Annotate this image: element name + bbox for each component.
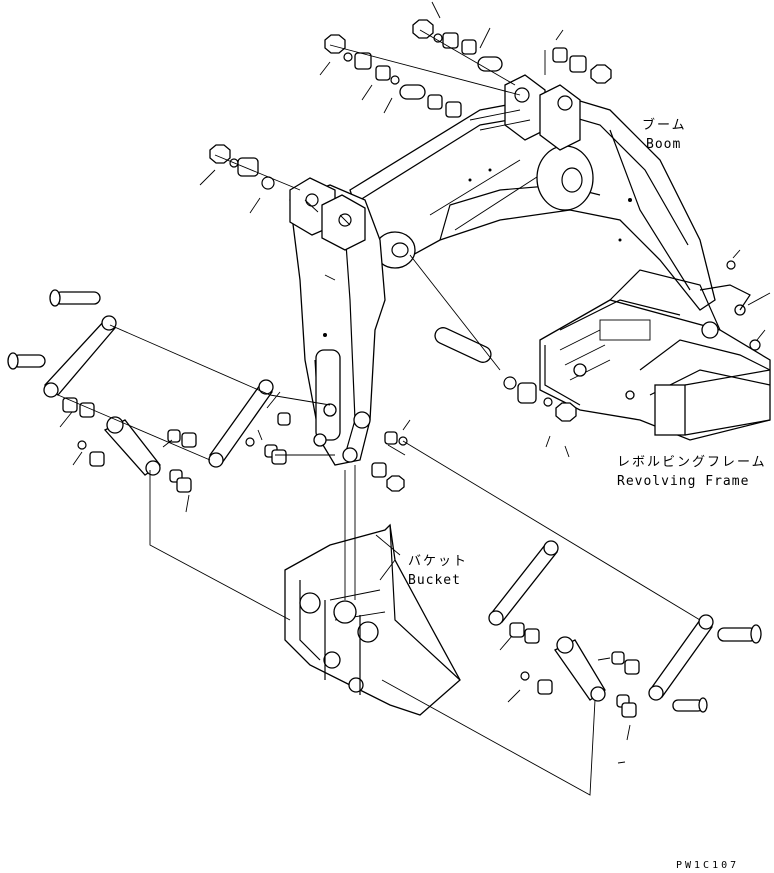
bucket-label-jp: バケット	[408, 554, 469, 569]
arm	[289, 177, 386, 466]
boom-label-en: Boom	[646, 137, 682, 152]
bucket-label-en: Bucket	[408, 573, 461, 588]
left-links	[7, 289, 274, 476]
frame-label-en: Revolving Frame	[617, 474, 750, 489]
right-links	[488, 540, 762, 713]
figure-number: PW1C107	[676, 860, 740, 871]
bucket	[284, 523, 461, 716]
boom-label-jp: ブーム	[642, 118, 687, 133]
revolving-frame	[539, 269, 771, 441]
frame-label-jp: レボルビングフレーム	[617, 455, 767, 470]
boom	[349, 74, 716, 311]
assembly-lines	[57, 1, 771, 796]
hardware	[62, 19, 761, 718]
